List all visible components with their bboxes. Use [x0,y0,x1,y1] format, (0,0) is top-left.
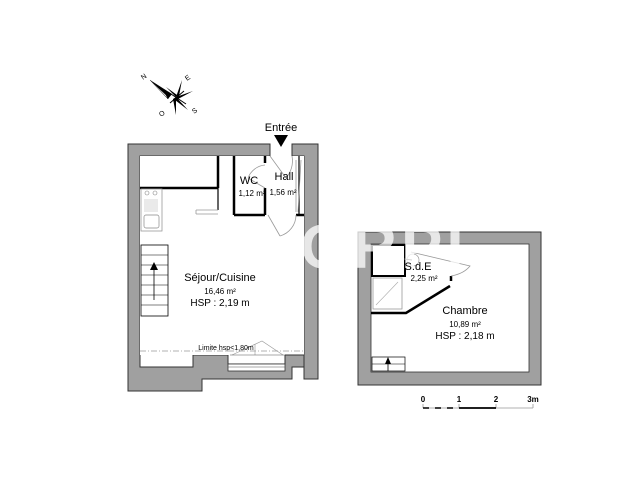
room-chambre-name: Chambre [442,305,487,317]
scale-tick-3: 3m [527,395,539,404]
scale-tick-0: 0 [421,395,426,404]
scale-tick-1: 1 [457,395,462,404]
compass-south-label: S [191,107,199,116]
room-hall-name: Hall [275,171,294,183]
compass-rose-icon [149,79,193,115]
compass-west-label: O [158,109,167,118]
ground-floor-plan [127,143,319,392]
room-chambre-area: 10,89 m² [449,320,481,329]
staircase-icon [140,244,169,317]
compass-east-label: E [184,74,192,83]
room-wc-name: WC [240,175,258,187]
staircase-arrival-icon [371,356,406,372]
compass-north-label: N [140,73,148,82]
entrance-arrow-icon [274,135,288,147]
room-sejour-area: 16,46 m² [204,287,236,296]
room-sde-area: 2,25 m² [410,274,437,283]
height-limit-note: Limite hsp<1,80m [198,345,254,352]
room-sejour-name: Séjour/Cuisine [184,272,256,284]
upper-floor-plan [357,231,542,386]
room-chambre-hsp: HSP : 2,18 m [435,331,494,342]
watermark: ORPI [300,213,468,282]
scale-bar [422,404,534,409]
room-sde-name: S.d.E [405,261,432,273]
room-wc-area: 1,12 m² [238,189,265,198]
entrance-label: Entrée [265,122,297,134]
scale-tick-2: 2 [494,395,499,404]
room-hall-area: 1,56 m² [269,188,296,197]
room-sejour-hsp: HSP : 2,19 m [190,298,249,309]
